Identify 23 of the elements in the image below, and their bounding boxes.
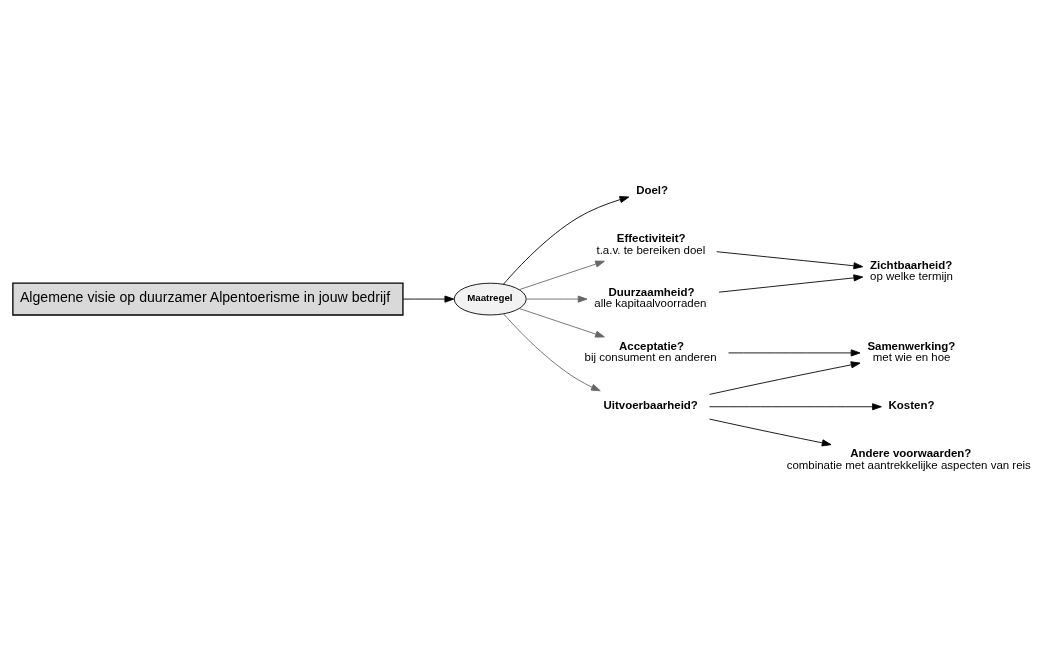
node-text: Acceptatie? bij consument en anderen [584,339,717,364]
node-ellipse: Maatregel [453,282,527,316]
arrow [709,418,832,447]
node-text: Uitvoerbaarheid? [603,398,698,411]
node-text: Doel? [636,183,669,196]
arrow [718,274,864,293]
arrow [709,361,861,395]
node-text: Kosten? [888,398,935,411]
arrow [728,349,861,357]
arrow [709,403,882,411]
arrow [526,295,588,303]
node-text: Andere voorwaarden? combinatie met aantrekkelijke aspecten van reis [786,447,1031,471]
node-text: Duurzaamheid? alle kapitaalvoorraden [594,285,707,310]
arrow [503,313,601,392]
node-text: Samenwerking? met wie en hoe [867,339,956,364]
arrow [716,251,864,270]
arrow [402,295,455,303]
node-box: Algemene visie op duurzamer Alpentoerisme in jouw bedrijf [12,282,404,316]
arrow [519,260,605,290]
node-text: Zichtbaarheid? op welke termijn [870,258,953,283]
arrow [519,308,605,338]
node-text: Effectiviteit? t.a.v. te bereiken doel [596,232,706,256]
arrow [503,196,630,285]
